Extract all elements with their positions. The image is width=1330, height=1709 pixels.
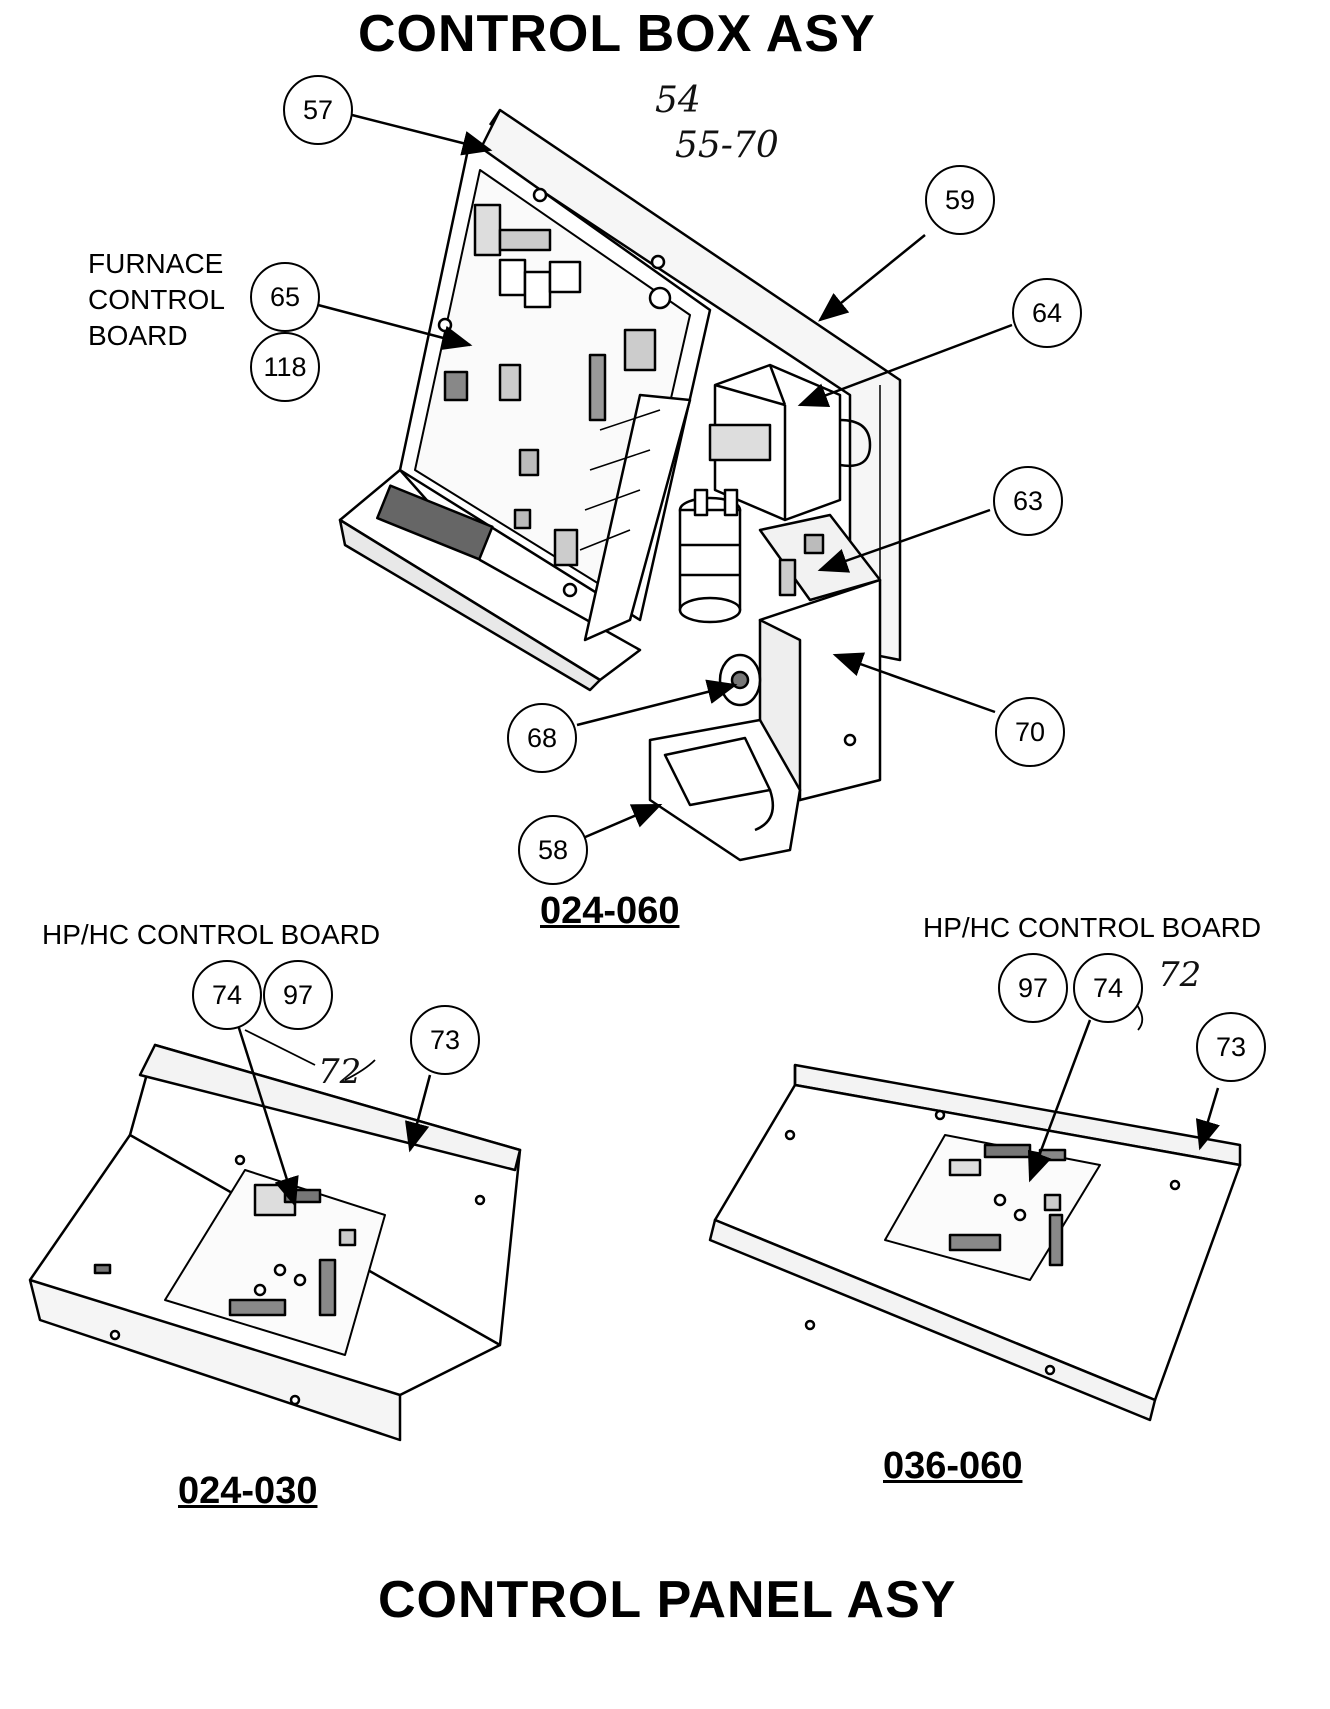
handwritten-right-72: 72 (1158, 955, 1202, 995)
control-panel-title: CONTROL PANEL ASY (378, 1571, 957, 1629)
control-panel-036-060 (708, 1063, 1242, 1422)
handwritten-54: 54 (655, 80, 701, 121)
label-line-3: BOARD (88, 320, 188, 351)
callout-59: 59 (925, 165, 995, 235)
callout-68: 68 (507, 703, 577, 773)
callout-63: 63 (993, 466, 1063, 536)
model-036-060: 036-060 (883, 1445, 1023, 1487)
handwritten-55-70: 55-70 (675, 125, 779, 166)
label-line-2: CONTROL (88, 284, 225, 315)
callout-right-74: 74 (1073, 953, 1143, 1023)
label-line-1: FURNACE (88, 248, 224, 279)
left-panel-leaders (236, 1024, 432, 1208)
callout-118: 118 (250, 332, 320, 402)
callout-right-97: 97 (998, 953, 1068, 1023)
callout-left-74: 74 (192, 960, 262, 1030)
furnace-control-board-label: FURNACE CONTROL BOARD (88, 246, 225, 354)
model-024-030: 024-030 (178, 1470, 318, 1512)
control-box-title: CONTROL BOX ASY (358, 5, 876, 63)
callout-58: 58 (518, 815, 588, 885)
model-024-060: 024-060 (540, 890, 680, 932)
control-box-leaders (317, 113, 1013, 840)
callout-65: 65 (250, 262, 320, 332)
callout-left-97: 97 (263, 960, 333, 1030)
callout-left-73: 73 (410, 1005, 480, 1075)
control-panel-024-030 (28, 1043, 522, 1442)
hp-hc-board-label-left: HP/HC CONTROL BOARD (42, 919, 381, 950)
handwritten-left-72: 72 (318, 1052, 362, 1092)
control-box-assembly (338, 108, 902, 862)
hp-hc-board-label-right: HP/HC CONTROL BOARD (923, 912, 1262, 943)
callout-57: 57 (283, 75, 353, 145)
callout-64: 64 (1012, 278, 1082, 348)
callout-70: 70 (995, 697, 1065, 767)
callout-right-73: 73 (1196, 1012, 1266, 1082)
